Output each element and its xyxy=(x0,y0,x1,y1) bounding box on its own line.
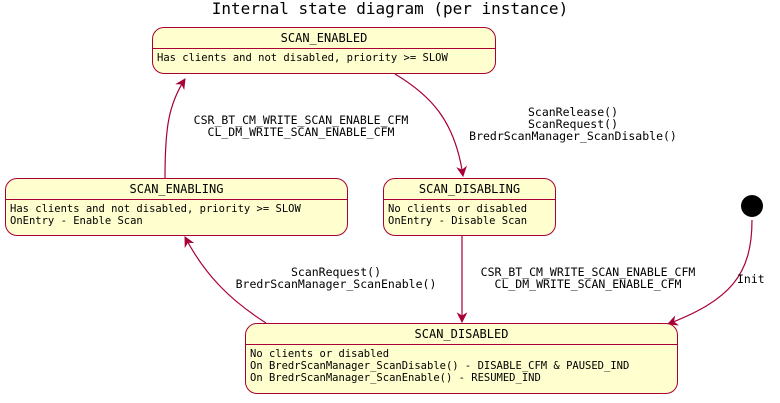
state-scan-enabling-line-1: Has clients and not disabled, priority >… xyxy=(10,203,301,215)
label-enabled-to-disabling: ScanRelease() ScanRequest() BredrScanMan… xyxy=(453,106,693,142)
diagram-title: Internal state diagram (per instance) xyxy=(211,0,569,18)
state-scan-enabled-line: Has clients and not disabled, priority >… xyxy=(157,52,448,64)
label-disabling-to-disabled: CSR_BT_CM_WRITE_SCAN_ENABLE_CFM CL_DM_WR… xyxy=(462,266,714,290)
state-scan-disabled-title: SCAN_DISABLED xyxy=(246,324,677,345)
label-line: Init xyxy=(737,272,765,286)
state-scan-disabling-line-2: OnEntry - Disable Scan xyxy=(388,215,528,227)
transition-disabled-to-enabling xyxy=(184,236,267,324)
state-scan-disabling: SCAN_DISABLING No clients or disabled On… xyxy=(383,178,556,236)
label-line: CSR_BT_CM_WRITE_SCAN_ENABLE_CFM xyxy=(193,113,409,127)
label-line: ScanRequest() xyxy=(290,265,381,279)
state-scan-enabled-title: SCAN_ENABLED xyxy=(153,28,495,49)
state-scan-enabling-title: SCAN_ENABLING xyxy=(6,179,347,200)
state-scan-disabled-line-3: On BredrScanManager_ScanEnable() - RESUM… xyxy=(250,372,541,384)
state-scan-disabled-line-2: On BredrScanManager_ScanDisable() - DISA… xyxy=(250,360,630,372)
state-scan-disabling-title: SCAN_DISABLING xyxy=(384,179,555,200)
label-line: CSR_BT_CM_WRITE_SCAN_ENABLE_CFM xyxy=(480,265,696,279)
label-line: ScanRequest() xyxy=(527,117,618,131)
transition-enabled-to-disabling xyxy=(394,73,467,178)
label-line: CL_DM_WRITE_SCAN_ENABLE_CFM xyxy=(207,125,395,139)
transition-enabling-to-enabled xyxy=(164,78,186,179)
state-scan-disabled: SCAN_DISABLED No clients or disabled On … xyxy=(245,323,678,394)
label-initial-to-disabled: Init xyxy=(737,273,777,285)
state-scan-enabled: SCAN_ENABLED Has clients and not disable… xyxy=(152,27,496,74)
label-line: BredrScanManager_ScanEnable() xyxy=(235,277,437,291)
label-line: CL_DM_WRITE_SCAN_ENABLE_CFM xyxy=(494,277,682,291)
label-disabled-to-enabling: ScanRequest() BredrScanManager_ScanEnabl… xyxy=(218,266,454,290)
state-scan-enabling-line-2: OnEntry - Enable Scan xyxy=(10,215,143,227)
initial-state-dot xyxy=(741,195,763,217)
state-scan-disabling-line-1: No clients or disabled xyxy=(388,203,528,215)
transition-initial-to-disabled xyxy=(666,219,753,326)
label-enabling-to-enabled: CSR_BT_CM_WRITE_SCAN_ENABLE_CFM CL_DM_WR… xyxy=(175,114,427,138)
state-scan-enabling: SCAN_ENABLING Has clients and not disabl… xyxy=(5,178,348,236)
label-line: ScanRelease() xyxy=(527,105,618,119)
label-line: BredrScanManager_ScanDisable() xyxy=(469,129,677,143)
state-scan-disabled-line-1: No clients or disabled xyxy=(250,348,390,360)
